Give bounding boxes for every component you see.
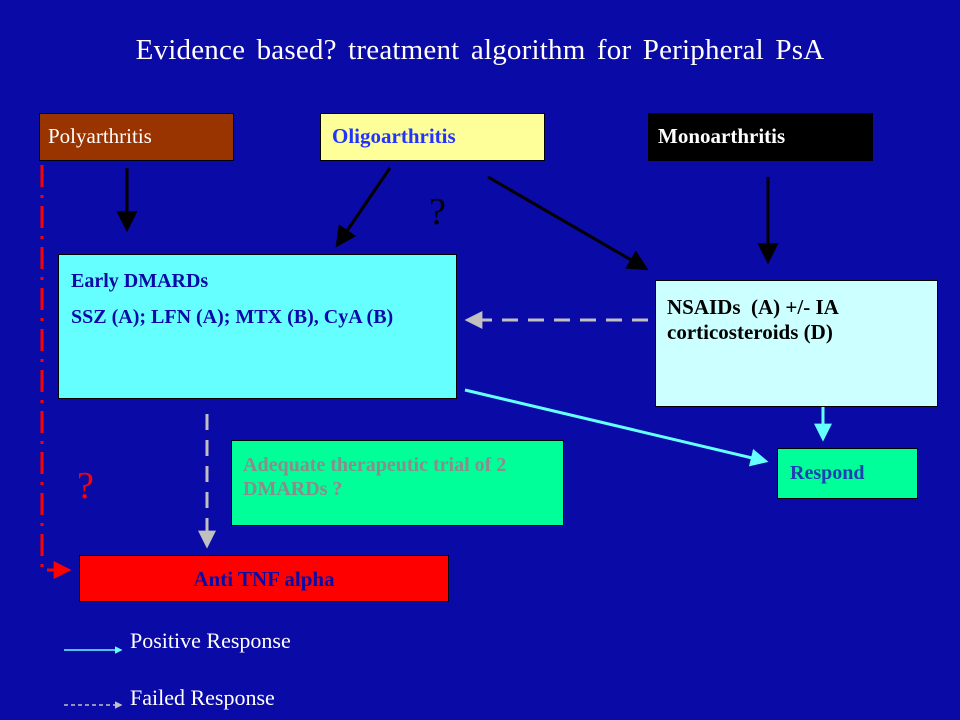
polyarthritis-box: Polyarthritis [39,113,234,161]
early-dmards-heading: Early DMARDs [71,270,209,292]
legend-failed-label: Failed Response [130,685,275,710]
arrow-poly-to-antitnf [40,165,72,579]
arrow-oligo-to-nsaids [487,175,649,271]
arrow-dmards-to-respond [464,388,769,467]
arrow-oligo-to-dmards [335,167,392,248]
respond-box: Respond [777,448,918,499]
slide-title: Evidence based? treatment algorithm for … [135,34,825,66]
oligoarthritis-label: Oligoarthritis [332,124,456,148]
anti-tnf-label: Anti TNF alpha [193,567,335,591]
early-dmards-drugs: SSZ (A); LFN (A); MTX (B), CyA (B) [71,306,394,328]
early-dmards-box: Early DMARDs SSZ (A); LFN (A); MTX (B), … [58,254,457,399]
monoarthritis-label: Monoarthritis [658,124,786,148]
nsaids-label: NSAIDs (A) +/- IA corticosteroids (D) [667,295,843,345]
legend-positive-label: Positive Response [130,628,291,653]
question-mark-poly: ? [77,465,94,507]
adequate-trial-box: Adequate therapeutic trial of 2 DMARDs ? [231,440,564,526]
oligoarthritis-box: Oligoarthritis [320,113,545,161]
polyarthritis-label: Polyarthritis [48,124,152,148]
anti-tnf-box: Anti TNF alpha [79,555,449,602]
question-mark-oligo: ? [429,191,446,233]
adequate-trial-label: Adequate therapeutic trial of 2 DMARDs ? [243,454,507,500]
monoarthritis-box: Monoarthritis [648,113,873,161]
nsaids-box: NSAIDs (A) +/- IA corticosteroids (D) [655,280,938,407]
respond-label: Respond [790,462,865,484]
